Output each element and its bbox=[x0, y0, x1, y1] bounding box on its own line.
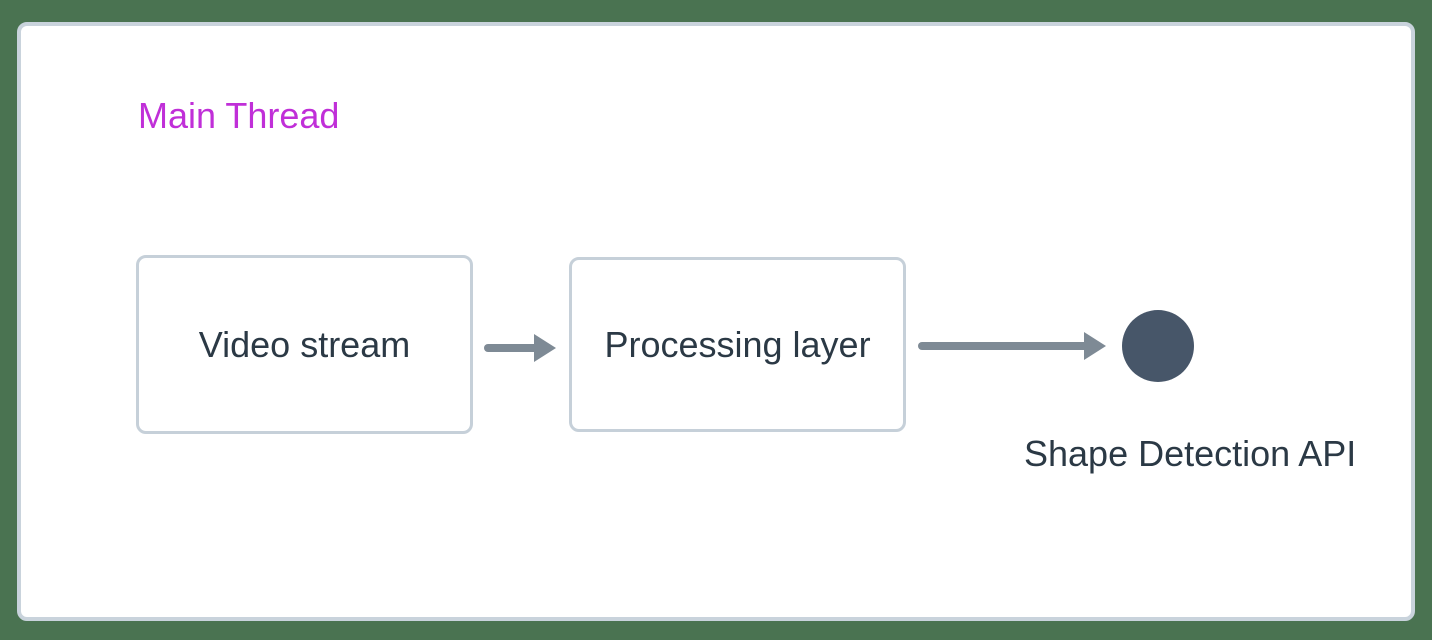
flow-arrow-video-to-processing bbox=[484, 334, 556, 362]
arrow-shaft bbox=[484, 344, 538, 352]
arrow-shaft bbox=[918, 342, 1088, 350]
shape-detection-api-label: Shape Detection API bbox=[1024, 433, 1357, 474]
flow-arrow-processing-to-api bbox=[918, 332, 1106, 360]
arrow-head-icon bbox=[534, 334, 556, 362]
node-processing-layer: Processing layer bbox=[569, 257, 906, 432]
shape-detection-api-circle-icon bbox=[1122, 310, 1194, 382]
arrow-head-icon bbox=[1084, 332, 1106, 360]
node-video-stream-label: Video stream bbox=[198, 323, 411, 365]
node-video-stream: Video stream bbox=[136, 255, 473, 434]
main-thread-panel: Main Thread Video stream Processing laye… bbox=[17, 22, 1415, 621]
main-thread-label: Main Thread bbox=[138, 95, 340, 136]
node-processing-layer-label: Processing layer bbox=[604, 323, 871, 365]
